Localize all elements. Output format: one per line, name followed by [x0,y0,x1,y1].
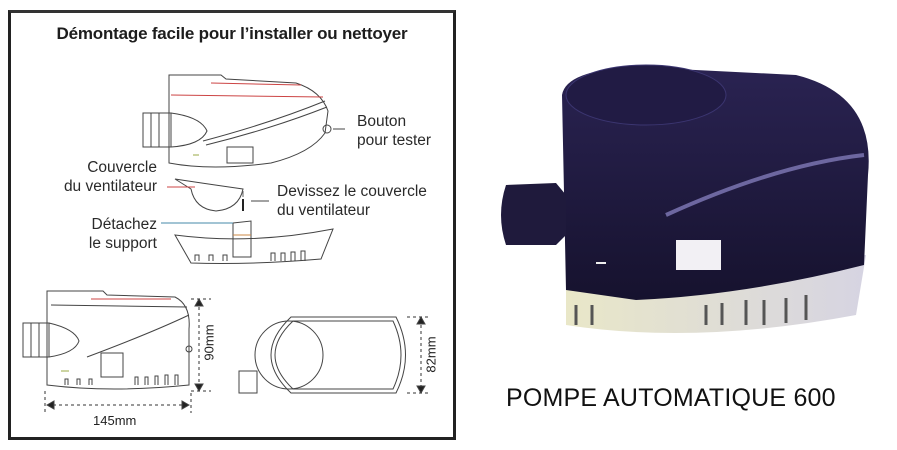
label-unscrew-cover: Devissez le couvercle du ventilateur [277,182,427,220]
dimension-width: 82mm [423,336,439,373]
label-line: du ventilateur [277,202,371,219]
pump-exploded-diagram [22,74,429,413]
label-line: Détachez [91,216,157,233]
label-test-button: Bouton pour tester [357,112,431,150]
pump-product-photo [501,64,869,333]
label-line: le support [88,235,157,252]
label-fan-cover: Couvercle du ventilateur [64,158,157,196]
instruction-diagram-panel: Démontage facile pour l’installer ou net… [8,10,456,440]
label-line: Bouton [357,113,407,130]
dimension-length: 145mm [93,413,137,428]
product-caption: POMPE AUTOMATIQUE 600 [506,384,836,412]
label-detach-support: Détachez le support [89,215,157,253]
diagram-title: Démontage facile pour l’installer ou net… [56,24,408,43]
label-line: pour tester [357,132,432,149]
label-line: du ventilateur [63,178,157,195]
label-line: Devissez le couvercle [277,183,427,200]
dimension-height: 90mm [201,324,217,361]
label-line: Couvercle [87,159,157,176]
